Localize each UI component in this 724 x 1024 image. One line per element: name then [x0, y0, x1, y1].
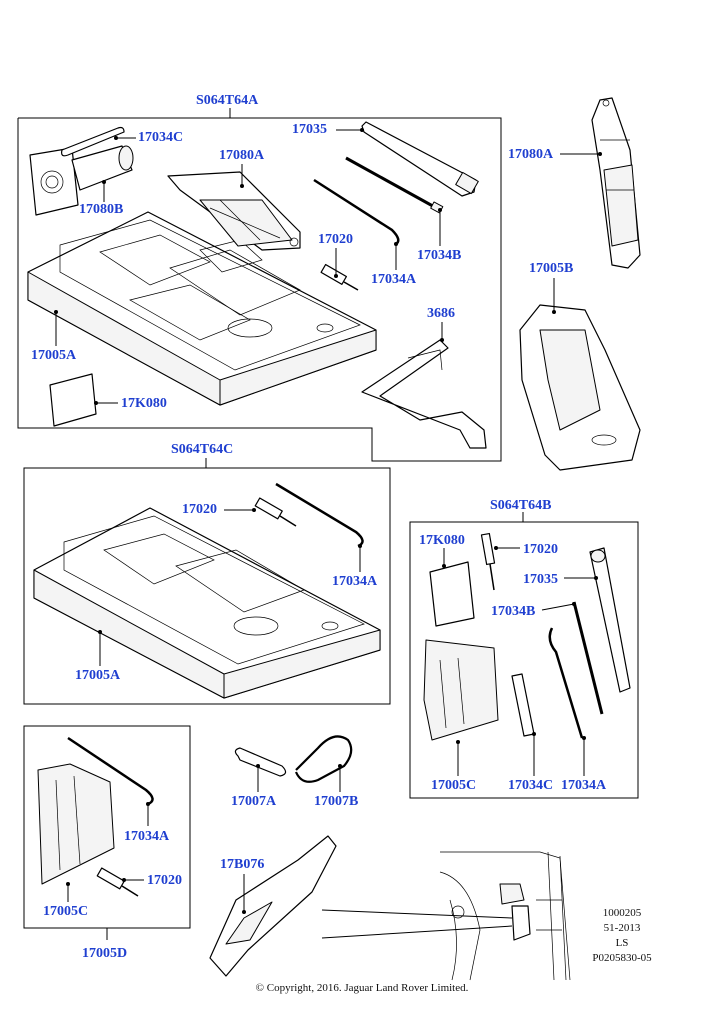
group-box-17005d: [23, 725, 191, 940]
part-label-17080a-right: 17080A: [508, 147, 554, 162]
jack-illustration: [167, 171, 301, 251]
part-label-17035: 17035: [292, 122, 327, 137]
foam-tray-illustration-c: [33, 507, 381, 699]
part-label-17034c: 17034C: [138, 130, 184, 145]
spanner-illustration: [61, 126, 125, 157]
part-label-17020-d: 17020: [147, 873, 182, 888]
foam-tray-illustration: [27, 211, 377, 406]
copyright-notice: © Copyright, 2016. Jaguar Land Rover Lim…: [255, 982, 469, 994]
group-label-s064t64a: S064T64A: [196, 93, 259, 108]
vehicle-inset-illustration: [439, 851, 571, 981]
part-label-17005c-d: 17005C: [43, 904, 89, 919]
part-label-17005c-b: 17005C: [431, 778, 477, 793]
jack-upright-illustration: [591, 97, 641, 269]
part-label-17020-c: 17020: [182, 502, 217, 517]
drawing-reference: 1000205 51-2013 LS P0205830-05: [582, 906, 662, 965]
part-label-17034c-b: 17034C: [508, 778, 554, 793]
leader-lines: [54, 128, 602, 939]
part-label-17034b: 17034B: [417, 248, 462, 263]
part-label-17020: 17020: [318, 232, 353, 247]
part-label-17k080-b: 17K080: [419, 533, 465, 548]
tools-illustration-c: [254, 482, 364, 548]
part-label-17007b: 17007B: [314, 794, 359, 809]
part-label-17034a-b: 17034A: [561, 778, 607, 793]
group-label-s064t64b: S064T64B: [490, 498, 552, 513]
drawing-ref-line4: P0205830-05: [592, 951, 652, 964]
part-label-17034a: 17034A: [371, 272, 417, 287]
part-label-17034a-c: 17034A: [332, 574, 378, 589]
group-box-s064t64c: [23, 458, 391, 705]
part-label-17034a-d: 17034A: [124, 829, 170, 844]
tow-bracket-illustration: [361, 339, 487, 449]
foam-holder-illustration: [519, 304, 641, 471]
document-pack-illustration: [49, 373, 97, 427]
group-b-parts: [423, 532, 631, 741]
part-label-17020-b: 17020: [523, 542, 558, 557]
part-label-17005a: 17005A: [31, 348, 77, 363]
part-label-17005a-c: 17005A: [75, 668, 121, 683]
part-label-17035-b: 17035: [523, 572, 558, 587]
hooks-illustration: [234, 735, 353, 783]
wheel-brace-handle-illustration: [361, 121, 479, 197]
part-label-17k080: 17K080: [121, 396, 167, 411]
guard-cover-illustration: [209, 835, 337, 977]
part-label-17080b: 17080B: [79, 202, 124, 217]
group-box-s064t64a: [17, 108, 502, 462]
part-label-17b076: 17B076: [220, 857, 265, 872]
drawing-ref-line2: 51-2013: [603, 921, 641, 934]
drawing-ref-line3: LS: [615, 936, 629, 949]
group-label-s064t64c: S064T64C: [171, 442, 234, 457]
drawing-ref-line1: 1000205: [602, 907, 642, 919]
screwdriver-illustration: [320, 263, 359, 291]
group-label-17005d: 17005D: [82, 946, 128, 961]
part-label-3686: 3686: [427, 306, 455, 321]
group-d-parts: [37, 736, 154, 897]
part-label-17080a: 17080A: [219, 148, 265, 163]
part-label-17034b-b: 17034B: [491, 604, 536, 619]
jack-body-illustration: [29, 145, 134, 216]
part-label-17005b: 17005B: [529, 261, 574, 276]
group-box-s064t64b: [409, 512, 639, 799]
part-label-17007a: 17007A: [231, 794, 277, 809]
